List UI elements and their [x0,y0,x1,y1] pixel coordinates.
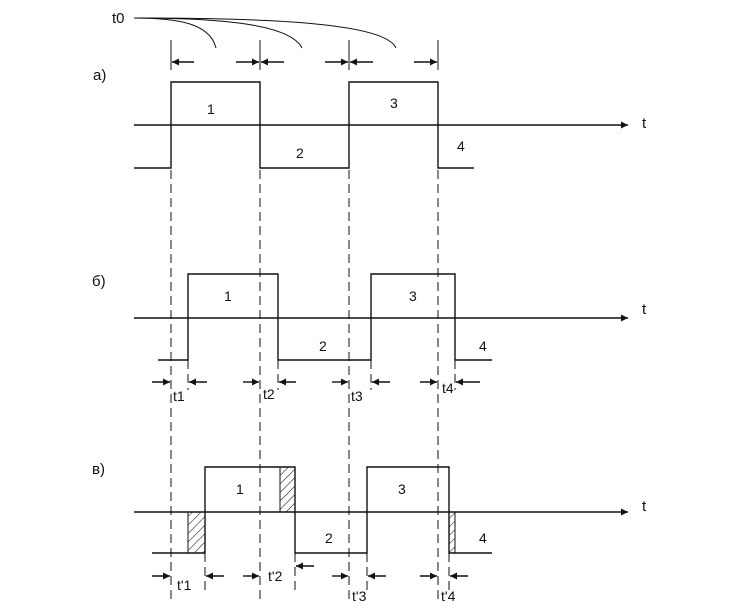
panel-c-waveform [152,466,492,554]
t0-curves [133,17,397,49]
panel-a: а) t 1 2 3 4 [93,67,647,169]
t0-label: t0 [112,10,125,27]
interval-marks [170,40,439,70]
panel-c-delay-t3: t'3 [352,588,367,604]
panel-c-hatch-1 [187,511,206,554]
panel-b-delay-t3: t3 [351,388,363,404]
panel-c-axis-label: t [642,498,647,515]
panel-b-delay-t4: t4 [442,380,454,396]
panel-c-delay-t4: t'4 [441,588,456,604]
panel-b: б) t 1 2 3 4 t1 t2 t3 t4 [92,273,647,404]
panel-c-hatch-2 [279,466,296,513]
panel-a-level-2: 2 [296,145,304,161]
panel-a-level-4: 4 [457,138,465,154]
panel-c-hatch-3 [448,511,456,554]
panel-c-delay-t1: t'1 [177,577,192,593]
panel-b-label: б) [92,273,106,290]
panel-c-level-4: 4 [479,530,487,546]
panel-b-level-3: 3 [409,288,417,304]
panel-b-level-1: 1 [224,288,232,304]
panel-c: в) t 1 2 3 4 t'1 t'2 t'3 t'4 [92,461,647,604]
panel-b-waveform [158,273,492,361]
panel-c-level-1: 1 [236,481,244,497]
panel-a-label: а) [93,67,106,84]
panel-c-label: в) [92,461,105,478]
panel-a-waveform [134,81,474,169]
reference-dashes [170,170,439,600]
panel-b-level-2: 2 [319,338,327,354]
panel-c-level-2: 2 [325,530,333,546]
panel-c-delay-t2: t'2 [268,568,283,584]
panel-a-level-1: 1 [207,101,215,117]
panel-b-axis-label: t [642,301,647,318]
panel-b-delay-t1: t1 [173,388,185,404]
panel-c-level-3: 3 [398,481,406,497]
panel-b-delay-t2: t2 [263,386,275,402]
panel-b-level-4: 4 [479,338,487,354]
panel-a-axis-label: t [642,115,647,132]
panel-a-level-3: 3 [390,95,398,111]
